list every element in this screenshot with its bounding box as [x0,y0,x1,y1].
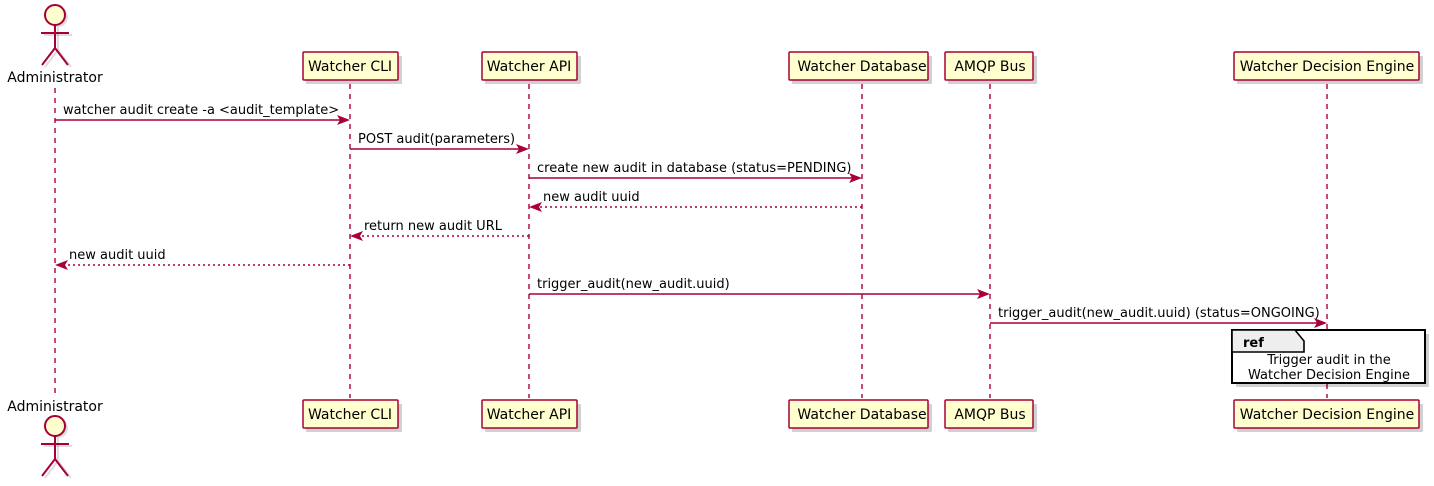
participant-amqp-bus-top[interactable]: AMQP Bus [944,51,1037,84]
actor-head-icon [44,4,66,26]
message-label-3: create new audit in database (status=PEN… [537,161,852,176]
participant-label-watcher-database-top: Watcher Database [797,59,926,75]
message-post-audit: POST audit(parameters) [350,132,529,154]
actor-head-icon-bottom [44,415,66,437]
message-watcher-audit-create: watcher audit create -a <audit_template> [55,103,350,125]
participant-label-amqp-bus-top: AMQP Bus [954,59,1025,75]
lifelines-layer [54,84,1328,398]
message-arrowhead-2 [516,144,529,154]
participant-watcher-decision-engine-bottom[interactable]: Watcher Decision Engine [1233,399,1423,432]
participant-box-watcher-cli-bottom[interactable] [302,399,399,429]
message-arrowhead-1 [337,115,350,125]
participant-box-watcher-database-top[interactable] [788,51,929,81]
message-arrowhead-4 [529,202,542,212]
actor-label-administrator-bottom: Administrator [7,399,103,415]
message-arrowhead-3 [849,173,862,183]
participant-label-amqp-bus-bottom: AMQP Bus [954,407,1025,423]
participant-box-watcher-decision-engine-top[interactable] [1233,51,1420,81]
participant-watcher-decision-engine-top[interactable]: Watcher Decision Engine [1233,51,1423,84]
actor-right-leg-icon [54,47,69,66]
ref-fragment[interactable]: ref Trigger audit in the Watcher Decisio… [1231,329,1429,387]
message-label-5: return new audit URL [364,219,503,234]
participant-box-amqp-bus-bottom[interactable] [944,399,1034,429]
participant-box-watcher-api-bottom[interactable] [481,399,578,429]
message-new-audit-uuid-db: new audit uuid [529,190,862,212]
participant-box-watcher-database-bottom[interactable] [788,399,929,429]
actor-left-leg-icon-bottom [41,458,56,477]
message-trigger-audit-ongoing: trigger_audit(new_audit.uuid) (status=ON… [990,306,1327,328]
message-trigger-audit: trigger_audit(new_audit.uuid) [529,277,990,299]
participant-watcher-cli-top[interactable]: Watcher CLI [302,51,402,84]
ref-fragment-tab [1231,329,1305,353]
message-arrowhead-8 [1314,318,1327,328]
actor-administrator-top[interactable]: Administrator [7,4,103,86]
message-arrowhead-5 [350,231,363,241]
message-label-2: POST audit(parameters) [358,132,515,147]
participant-box-watcher-cli-top[interactable] [302,51,399,81]
participant-watcher-cli-bottom[interactable]: Watcher CLI [302,399,402,432]
message-label-6: new audit uuid [69,248,166,263]
actor-administrator-bottom[interactable]: Administrator [7,399,103,479]
message-label-8: trigger_audit(new_audit.uuid) (status=ON… [998,306,1320,321]
actor-right-leg-icon-bottom [54,458,69,477]
participant-box-watcher-decision-engine-bottom[interactable] [1233,399,1420,429]
participant-label-watcher-database-bottom: Watcher Database [797,407,926,423]
message-label-1: watcher audit create -a <audit_template> [63,103,339,118]
participant-box-amqp-bus-top[interactable] [944,51,1034,81]
participant-watcher-api-top[interactable]: Watcher API [481,51,581,84]
participant-amqp-bus-bottom[interactable]: AMQP Bus [944,399,1037,432]
message-create-new-audit: create new audit in database (status=PEN… [529,161,862,183]
message-arrowhead-6 [55,260,68,270]
participant-watcher-api-bottom[interactable]: Watcher API [481,399,581,432]
message-new-audit-uuid-cli: new audit uuid [55,248,350,270]
participant-watcher-database-top[interactable]: Watcher Database [788,51,932,84]
ref-fragment-tab-label: ref [1243,336,1264,351]
participant-label-watcher-cli-bottom: Watcher CLI [308,407,392,423]
message-arrowhead-7 [977,289,990,299]
actor-label-administrator-top: Administrator [7,70,103,86]
message-label-4: new audit uuid [543,190,640,205]
ref-fragment-line-1: Trigger audit in the [1266,353,1391,368]
participant-watcher-database-bottom[interactable]: Watcher Database [788,399,932,432]
message-return-new-audit-url: return new audit URL [350,219,529,241]
participant-label-watcher-decision-engine-top: Watcher Decision Engine [1240,59,1414,75]
participant-box-watcher-api-top[interactable] [481,51,578,81]
message-label-7: trigger_audit(new_audit.uuid) [537,277,730,292]
participant-label-watcher-api-top: Watcher API [487,59,572,75]
participant-label-watcher-decision-engine-bottom: Watcher Decision Engine [1240,407,1414,423]
participant-label-watcher-cli-top: Watcher CLI [308,59,392,75]
actor-left-leg-icon [41,47,56,66]
participant-label-watcher-api-bottom: Watcher API [487,407,572,423]
ref-fragment-line-2: Watcher Decision Engine [1248,368,1410,383]
